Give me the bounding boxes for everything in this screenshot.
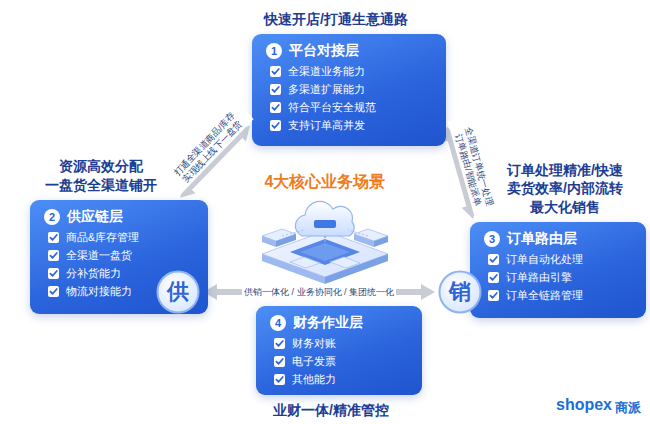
check-mark xyxy=(490,293,496,298)
check-box xyxy=(270,66,281,77)
feature-item: 财务对账 xyxy=(270,337,412,350)
feature-item: 支持订单高并发 xyxy=(266,119,436,132)
callout-number: 2 xyxy=(44,209,60,225)
feature-text: 全渠道一盘货 xyxy=(66,249,132,262)
feature-item: 订单路由引擎 xyxy=(484,271,636,284)
arrow-label: 供销一体化 / 业务协同化 / 集团统一化 xyxy=(242,287,396,298)
check-icon xyxy=(274,356,285,367)
feature-text: 订单全链路管理 xyxy=(506,289,583,302)
section-heading: 业财一体/精准管控 xyxy=(246,401,416,419)
feature-text: 符合平台安全规范 xyxy=(288,101,376,114)
check-icon xyxy=(270,84,281,95)
double-arrow xyxy=(203,284,435,300)
check-mark xyxy=(272,105,278,110)
check-mark xyxy=(50,235,56,240)
layer-box: 业财一体/精准管控4财务作业层财务对账电子发票其他能力 xyxy=(256,306,422,395)
check-icon xyxy=(274,374,285,385)
title-row: 3 订单路由层 xyxy=(484,230,636,248)
circle-text: 供 xyxy=(156,270,200,314)
check-icon xyxy=(48,268,59,279)
cloud-icon xyxy=(282,201,368,246)
callout-number: 1 xyxy=(266,43,282,59)
feature-text: 物流对接能力 xyxy=(66,285,132,298)
feature-item: 符合平台安全规范 xyxy=(266,101,436,114)
check-mark xyxy=(276,341,282,346)
feature-item: 全渠道一盘货 xyxy=(44,249,198,262)
circle-badge: 销 xyxy=(438,270,482,314)
feature-text: 全渠道业务能力 xyxy=(288,65,365,78)
check-icon xyxy=(270,66,281,77)
check-mark xyxy=(50,289,56,294)
check-mark xyxy=(272,123,278,128)
feature-text: 分补货能力 xyxy=(66,267,121,280)
check-box xyxy=(274,374,285,385)
feature-item: 订单全链路管理 xyxy=(484,289,636,302)
check-mark xyxy=(276,377,282,382)
feature-item: 全渠道业务能力 xyxy=(266,65,436,78)
feature-text: 其他能力 xyxy=(292,373,336,386)
check-icon xyxy=(48,286,59,297)
title-row: 4 财务作业层 xyxy=(270,314,412,332)
feature-item: 订单自动化处理 xyxy=(484,253,636,266)
feature-item: 电子发票 xyxy=(270,355,412,368)
layer-title: 订单路由层 xyxy=(507,230,577,248)
check-box xyxy=(488,272,499,283)
check-mark xyxy=(490,257,496,262)
feature-text: 财务对账 xyxy=(292,337,336,350)
check-icon xyxy=(48,250,59,261)
check-mark xyxy=(272,87,278,92)
scene-title: 4大核心业务场景 xyxy=(265,172,386,193)
feature-item: 商品&库存管理 xyxy=(44,231,198,244)
feature-text: 电子发票 xyxy=(292,355,336,368)
arrow-label: 打通全渠道商品/库存 实现线上线下一盘货 xyxy=(165,103,254,193)
check-box xyxy=(48,286,59,297)
feature-text: 多渠道扩展能力 xyxy=(288,83,365,96)
callout-number: 3 xyxy=(484,231,500,247)
check-box xyxy=(270,120,281,131)
layer-title: 供应链层 xyxy=(67,208,123,226)
check-mark xyxy=(490,275,496,280)
arrow-head xyxy=(421,284,435,300)
check-mark xyxy=(276,359,282,364)
section-heading: 订单处理精准/快速 卖货效率/内部流转 最大化销售 xyxy=(490,161,640,216)
check-box xyxy=(488,254,499,265)
check-icon xyxy=(48,232,59,243)
check-box xyxy=(270,84,281,95)
feature-text: 订单自动化处理 xyxy=(506,253,583,266)
feature-text: 订单路由引擎 xyxy=(506,271,572,284)
check-mark xyxy=(50,271,56,276)
callout-number: 4 xyxy=(270,315,286,331)
check-mark xyxy=(272,69,278,74)
layer-box: 订单处理精准/快速 卖货效率/内部流转 最大化销售3订单路由层订单自动化处理订单… xyxy=(470,222,646,318)
check-mark xyxy=(50,253,56,258)
check-icon xyxy=(488,272,499,283)
title-row: 2 供应链层 xyxy=(44,208,198,226)
feature-text: 商品&库存管理 xyxy=(66,231,139,244)
check-icon xyxy=(270,120,281,131)
check-icon xyxy=(488,290,499,301)
section-heading: 快速开店/打通生意通路 xyxy=(232,10,440,28)
circle-badge: 供 xyxy=(156,270,200,314)
check-box xyxy=(274,356,285,367)
check-box xyxy=(274,338,285,349)
section-heading: 资源高效分配 一盘货全渠道铺开 xyxy=(40,157,162,194)
logo-text: 商派 xyxy=(615,399,641,417)
check-box xyxy=(270,102,281,113)
layer-title: 财务作业层 xyxy=(293,314,363,332)
circle-text: 销 xyxy=(438,270,482,314)
check-box xyxy=(48,250,59,261)
layer-title: 平台对接层 xyxy=(289,42,359,60)
layer-box: 快速开店/打通生意通路1平台对接层全渠道业务能力多渠道扩展能力符合平台安全规范支… xyxy=(252,34,446,146)
check-box xyxy=(48,268,59,279)
feature-text: 支持订单高并发 xyxy=(288,119,365,132)
check-icon xyxy=(488,254,499,265)
logo-text: shopex xyxy=(556,396,612,414)
feature-item: 其他能力 xyxy=(270,373,412,386)
check-box xyxy=(488,290,499,301)
feature-item: 多渠道扩展能力 xyxy=(266,83,436,96)
check-icon xyxy=(274,338,285,349)
check-box xyxy=(48,232,59,243)
check-icon xyxy=(270,102,281,113)
title-row: 1 平台对接层 xyxy=(266,42,436,60)
